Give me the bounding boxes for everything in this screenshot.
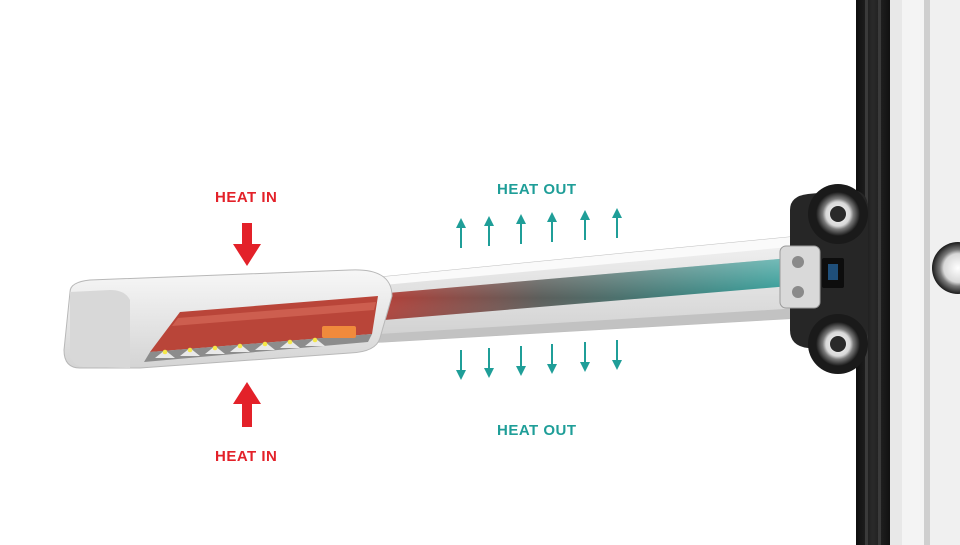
carriage-mount [779,184,868,374]
arrow-down-icon [233,223,261,266]
arrow-down-icon [612,340,622,370]
arrow-up-icon [484,216,494,246]
arrow-up-icon [456,218,466,248]
heat-out-arrows-down [456,340,622,380]
heat-out-bottom-label: HEAT OUT [497,422,577,439]
driver-chip [322,326,356,338]
led-icon [255,341,275,350]
heat-in-bottom-label: HEAT IN [215,448,278,465]
arrow-up-icon [580,210,590,240]
arrow-up-icon [547,212,557,242]
arrow-down-icon [580,342,590,372]
arrow-down-icon [456,350,466,380]
roller-wheel-icon [808,184,868,244]
lamp-head [63,269,393,369]
arrow-up-icon [612,208,622,238]
heat-out-arrows-up [456,208,622,248]
led-array [155,337,325,358]
arrow-down-icon [547,344,557,374]
arrow-up-icon [233,382,261,427]
led-icon [155,349,175,358]
led-icon [180,347,200,356]
screw-icon [792,256,804,268]
arrow-down-icon [484,348,494,378]
heat-out-top-label: HEAT OUT [497,181,577,198]
arrow-down-icon [516,346,526,376]
led-icon [280,339,300,348]
led-icon [230,343,250,352]
arrow-up-icon [516,214,526,244]
led-icon [305,337,325,346]
roller-wheel-icon [808,314,868,374]
edge-wheel-icon [932,242,960,294]
heat-in-top-label: HEAT IN [215,189,278,206]
led-icon [205,345,225,354]
screw-icon [792,286,804,298]
mount-plate [779,245,821,309]
